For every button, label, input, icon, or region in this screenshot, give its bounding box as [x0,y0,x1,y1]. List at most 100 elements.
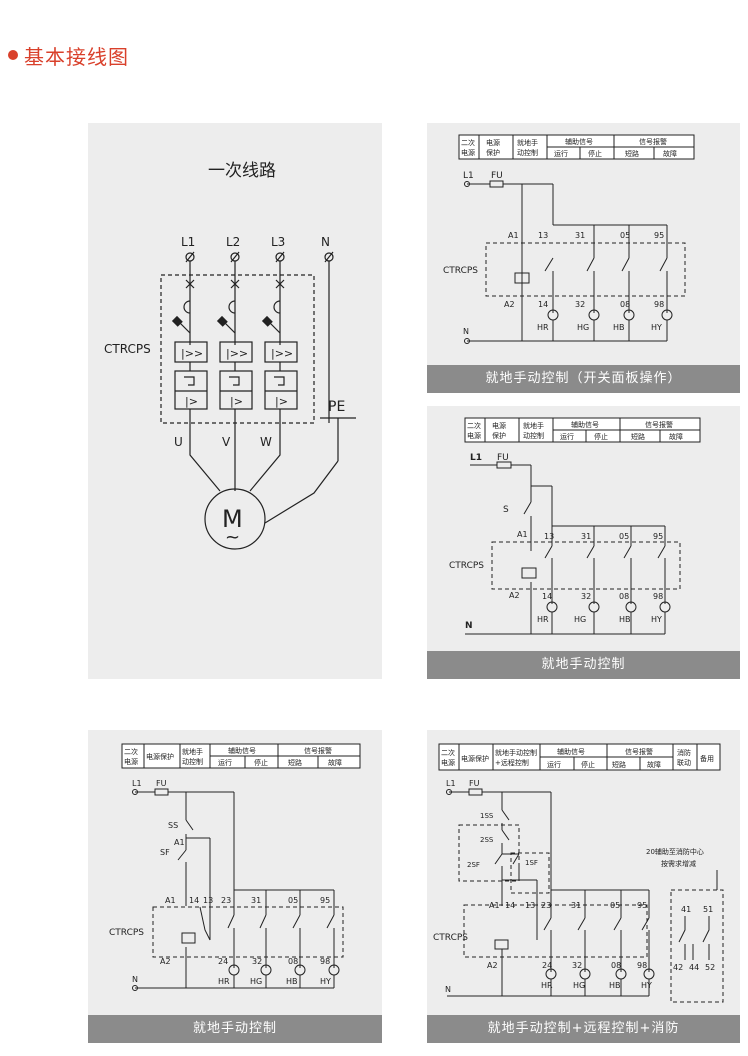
svg-text:电源: 电源 [461,148,475,157]
svg-text:95: 95 [637,901,647,910]
svg-text:S: S [503,505,509,515]
section-title: 基本接线图 [24,44,129,69]
svg-text:辅助信号: 辅助信号 [557,747,585,756]
section-header: 基本接线图 [8,40,129,70]
svg-text:31: 31 [571,901,581,910]
caption-a: 就地手动控制（开关面板操作） [427,365,740,393]
svg-text:42: 42 [673,963,683,972]
device-label: CTRCPS [104,342,151,356]
svg-text:FU: FU [156,779,167,788]
svg-text:辅助信号: 辅助信号 [565,137,593,146]
svg-text:13: 13 [203,896,213,905]
svg-text:HB: HB [286,977,298,986]
svg-text:13: 13 [538,231,548,240]
svg-text:31: 31 [575,231,585,240]
caption-d: 就地手动控制+远程控制+消防 [427,1015,740,1043]
function-header-c: 二次电源 电源保护 就地手动控制 辅助信号 信号报警 运行停止 短路故障 [121,743,361,769]
svg-text:A1: A1 [517,530,528,539]
svg-text:08: 08 [611,961,621,970]
svg-text:FU: FU [497,453,509,463]
svg-text:短路: 短路 [631,432,645,441]
svg-text:HR: HR [541,981,553,990]
svg-text:95: 95 [320,896,330,905]
svg-text:98: 98 [637,961,647,970]
svg-text:1SF: 1SF [525,859,538,867]
svg-text:23: 23 [221,896,231,905]
svg-text:13: 13 [544,532,554,541]
svg-text:电源: 电源 [492,421,506,430]
svg-text:|>: |> [230,395,243,408]
motor-symbol [204,488,266,550]
svg-text:SF: SF [160,848,170,857]
svg-text:1SS: 1SS [480,812,494,820]
svg-text:|>: |> [185,395,198,408]
svg-text:A1: A1 [489,901,500,910]
svg-text:HY: HY [651,323,662,332]
svg-text:N: N [445,985,451,994]
svg-text:05: 05 [620,231,630,240]
svg-text:20辅助至消防中心: 20辅助至消防中心 [646,847,704,856]
svg-text:98: 98 [654,300,664,309]
svg-text:05: 05 [619,532,629,541]
svg-text:51: 51 [703,905,713,914]
svg-text:14: 14 [505,901,515,910]
ctrcps-boundary [160,274,315,424]
svg-text:A2: A2 [509,591,520,600]
svg-text:保护: 保护 [492,431,506,440]
svg-text:FU: FU [491,171,503,181]
terminal-symbols [185,251,334,263]
svg-text:|>: |> [275,395,288,408]
function-header-b: 二次电源 电源保护 就地手动控制 辅助信号 信号报警 运行停止 短路故障 [464,417,701,443]
panel-a: 二次电源 电源保护 就地手动控制 辅助信号 信号报警 运行停止 短路故障 L1 … [427,123,740,393]
svg-text:52: 52 [705,963,715,972]
svg-text:电源: 电源 [146,752,160,761]
svg-text:HY: HY [641,981,652,990]
main-circuit-panel: 一次线路 L1 L2 L3 N CTRCPS |> [88,123,382,679]
svg-text:32: 32 [575,300,585,309]
svg-text:故障: 故障 [328,758,342,767]
svg-text:31: 31 [251,896,261,905]
svg-text:故障: 故障 [669,432,683,441]
svg-text:按需求增减: 按需求增减 [661,859,696,868]
svg-text:动控制: 动控制 [523,431,544,440]
motor-label: M [222,505,243,533]
svg-text:05: 05 [288,896,298,905]
svg-text:动控制: 动控制 [182,757,203,766]
phase-lines [171,261,285,345]
svg-text:+远程控制: +远程控制 [495,758,529,767]
svg-text:CTRCPS: CTRCPS [449,561,484,571]
svg-text:就地手: 就地手 [182,747,203,756]
svg-text:辅助信号: 辅助信号 [228,746,256,755]
main-circuit-diagram: 一次线路 L1 L2 L3 N CTRCPS |> [104,161,356,550]
svg-text:L1: L1 [470,453,482,463]
svg-text:SS: SS [168,821,178,830]
svg-text:13: 13 [525,901,535,910]
svg-text:98: 98 [653,592,663,601]
svg-text:41: 41 [681,905,691,914]
svg-text:运行: 运行 [218,758,232,767]
svg-text:HG: HG [573,981,585,990]
svg-text:电源: 电源 [124,757,138,766]
svg-text:95: 95 [654,231,664,240]
svg-text:电源保护: 电源保护 [461,754,489,763]
svg-text:二次: 二次 [441,748,455,757]
svg-text:停止: 停止 [588,149,602,158]
svg-text:CTRCPS: CTRCPS [443,266,478,276]
svg-text:短路: 短路 [288,758,302,767]
svg-text:HB: HB [609,981,621,990]
function-header-d: 二次电源 电源保护 就地手动控制+远程控制 辅助信号 信号报警 运行停止 短路故… [438,743,721,771]
motor-wiring [189,435,339,524]
svg-text:信号报警: 信号报警 [304,746,332,755]
wiring-diagram-d: 二次电源 电源保护 就地手动控制+远程控制 辅助信号 信号报警 运行停止 短路故… [433,743,724,1003]
svg-text:14: 14 [542,592,552,601]
main-circuit-title: 一次线路 [208,161,276,181]
output-v: V [222,435,231,449]
svg-text:L1: L1 [463,171,474,181]
svg-text:14: 14 [189,896,199,905]
svg-text:31: 31 [581,532,591,541]
svg-text:32: 32 [572,961,582,970]
svg-text:动控制: 动控制 [517,148,538,157]
svg-text:备用: 备用 [700,754,714,763]
wiring-diagram-a: 二次电源 电源保护 就地手动控制 辅助信号 信号报警 运行停止 短路故障 L1 … [443,134,695,344]
svg-text:95: 95 [653,532,663,541]
